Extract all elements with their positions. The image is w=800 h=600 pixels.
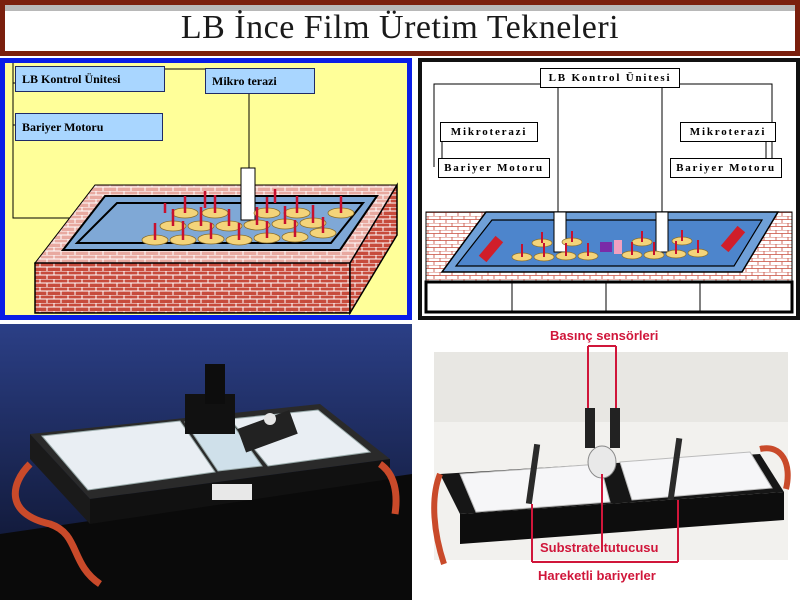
label-substrate-holder: Substrate tutucusu xyxy=(540,540,659,555)
label-r-barrier-motor-left: Bariyer Motoru xyxy=(438,158,550,178)
slide-title: LB İnce Film Üretim Tekneleri xyxy=(180,9,620,46)
trough-photo-illustration xyxy=(0,324,412,600)
diagram-right-panel: LB Kontrol Ünitesi Mikroterazi Mikrotera… xyxy=(418,58,800,320)
photo-lb-trough-left xyxy=(0,324,412,600)
diagram-left-illustration xyxy=(12,63,398,315)
label-r-control-unit: LB Kontrol Ünitesi xyxy=(540,68,680,88)
title-bar: LB İnce Film Üretim Tekneleri xyxy=(0,0,800,56)
label-r-barrier-motor-right: Bariyer Motoru xyxy=(670,158,782,178)
annotated-trough-photo xyxy=(431,345,791,565)
label-control-unit: LB Kontrol Ünitesi xyxy=(15,66,165,92)
label-micro-balance: Mikro terazi xyxy=(205,68,315,94)
diagram-left-panel: LB Kontrol Ünitesi Mikro terazi Bariyer … xyxy=(0,58,412,320)
label-moving-barriers: Hareketli bariyerler xyxy=(538,568,656,583)
label-r-balance-right: Mikroterazi xyxy=(680,122,776,142)
photo-lb-trough-right: Basınç sensörleri Substrate tutucusu Har… xyxy=(420,324,800,600)
diagram-right-illustration xyxy=(424,78,794,314)
label-pressure-sensors: Basınç sensörleri xyxy=(550,328,659,343)
label-barrier-motor: Bariyer Motoru xyxy=(15,113,163,141)
label-r-balance-left: Mikroterazi xyxy=(440,122,538,142)
